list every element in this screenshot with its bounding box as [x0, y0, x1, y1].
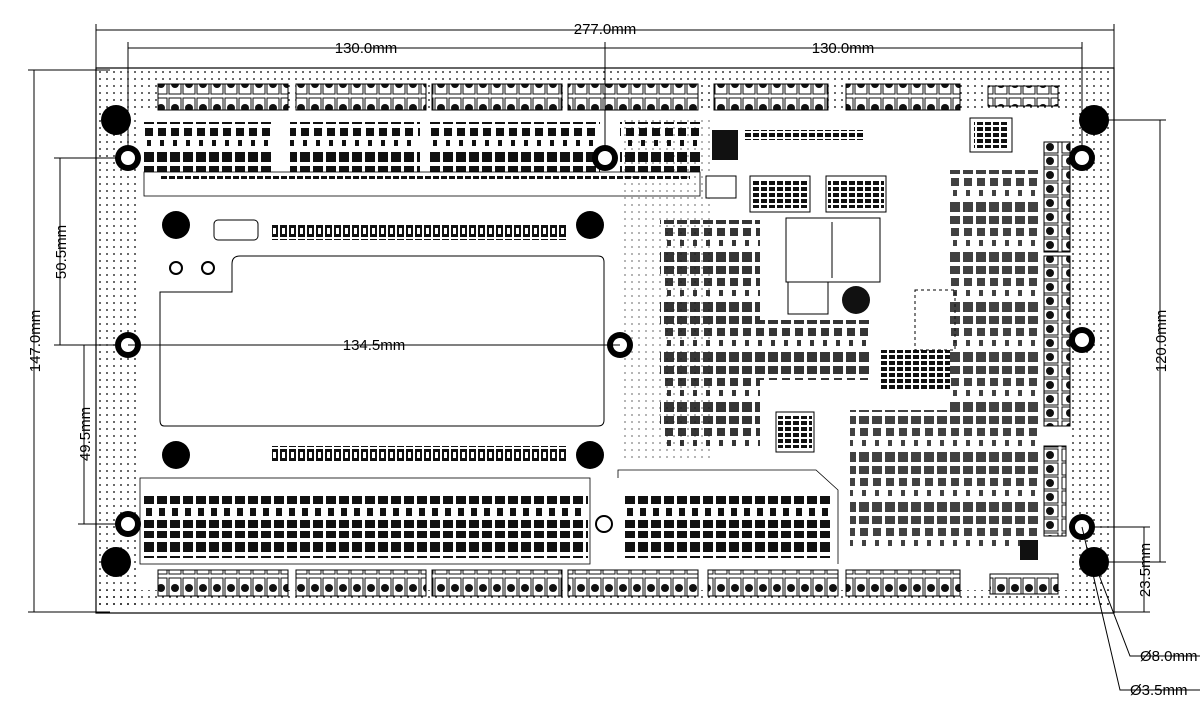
dim-right-hole-span: 130.0mm: [812, 40, 875, 57]
mounting-holes-large: [101, 105, 1109, 577]
small-led-left: [169, 261, 183, 275]
dim-left-hole-span: 130.0mm: [335, 40, 398, 57]
right-vertical-terminal-lower: [1043, 255, 1071, 427]
top-smd-array: [143, 122, 701, 197]
right-vertical-terminal-upper: [1043, 141, 1071, 253]
bottom-terminal-blocks: [157, 569, 1059, 597]
dim-lower-offset: 49.5mm: [77, 407, 94, 461]
dim-bottom-offset: 23.5mm: [1137, 543, 1154, 597]
lcd-window-outline: [159, 255, 605, 427]
lower-header-pin-row: [272, 446, 568, 462]
dim-large-hole-diameter: Ø8.0mm: [1140, 648, 1198, 665]
mid-components: [660, 117, 1040, 560]
dim-small-hole-diameter: Ø3.5mm: [1130, 682, 1188, 699]
upper-header-pin-row: [272, 224, 568, 240]
dim-upper-offset: 50.5mm: [53, 225, 70, 279]
dim-overall-height: 147.0mm: [27, 310, 44, 373]
dimension-lines: [28, 24, 1200, 691]
crystal-component: [213, 219, 259, 241]
dim-overall-width: 277.0mm: [574, 21, 637, 38]
top-terminal-blocks: [157, 83, 1059, 111]
small-led-right: [201, 261, 215, 275]
dim-right-hole-height: 120.0mm: [1153, 310, 1170, 373]
right-vertical-terminal-small: [1043, 445, 1067, 537]
bottom-smd-array: [139, 469, 839, 565]
dim-center-span: 134.5mm: [343, 337, 406, 354]
mounting-holes-ring: [115, 145, 1095, 540]
